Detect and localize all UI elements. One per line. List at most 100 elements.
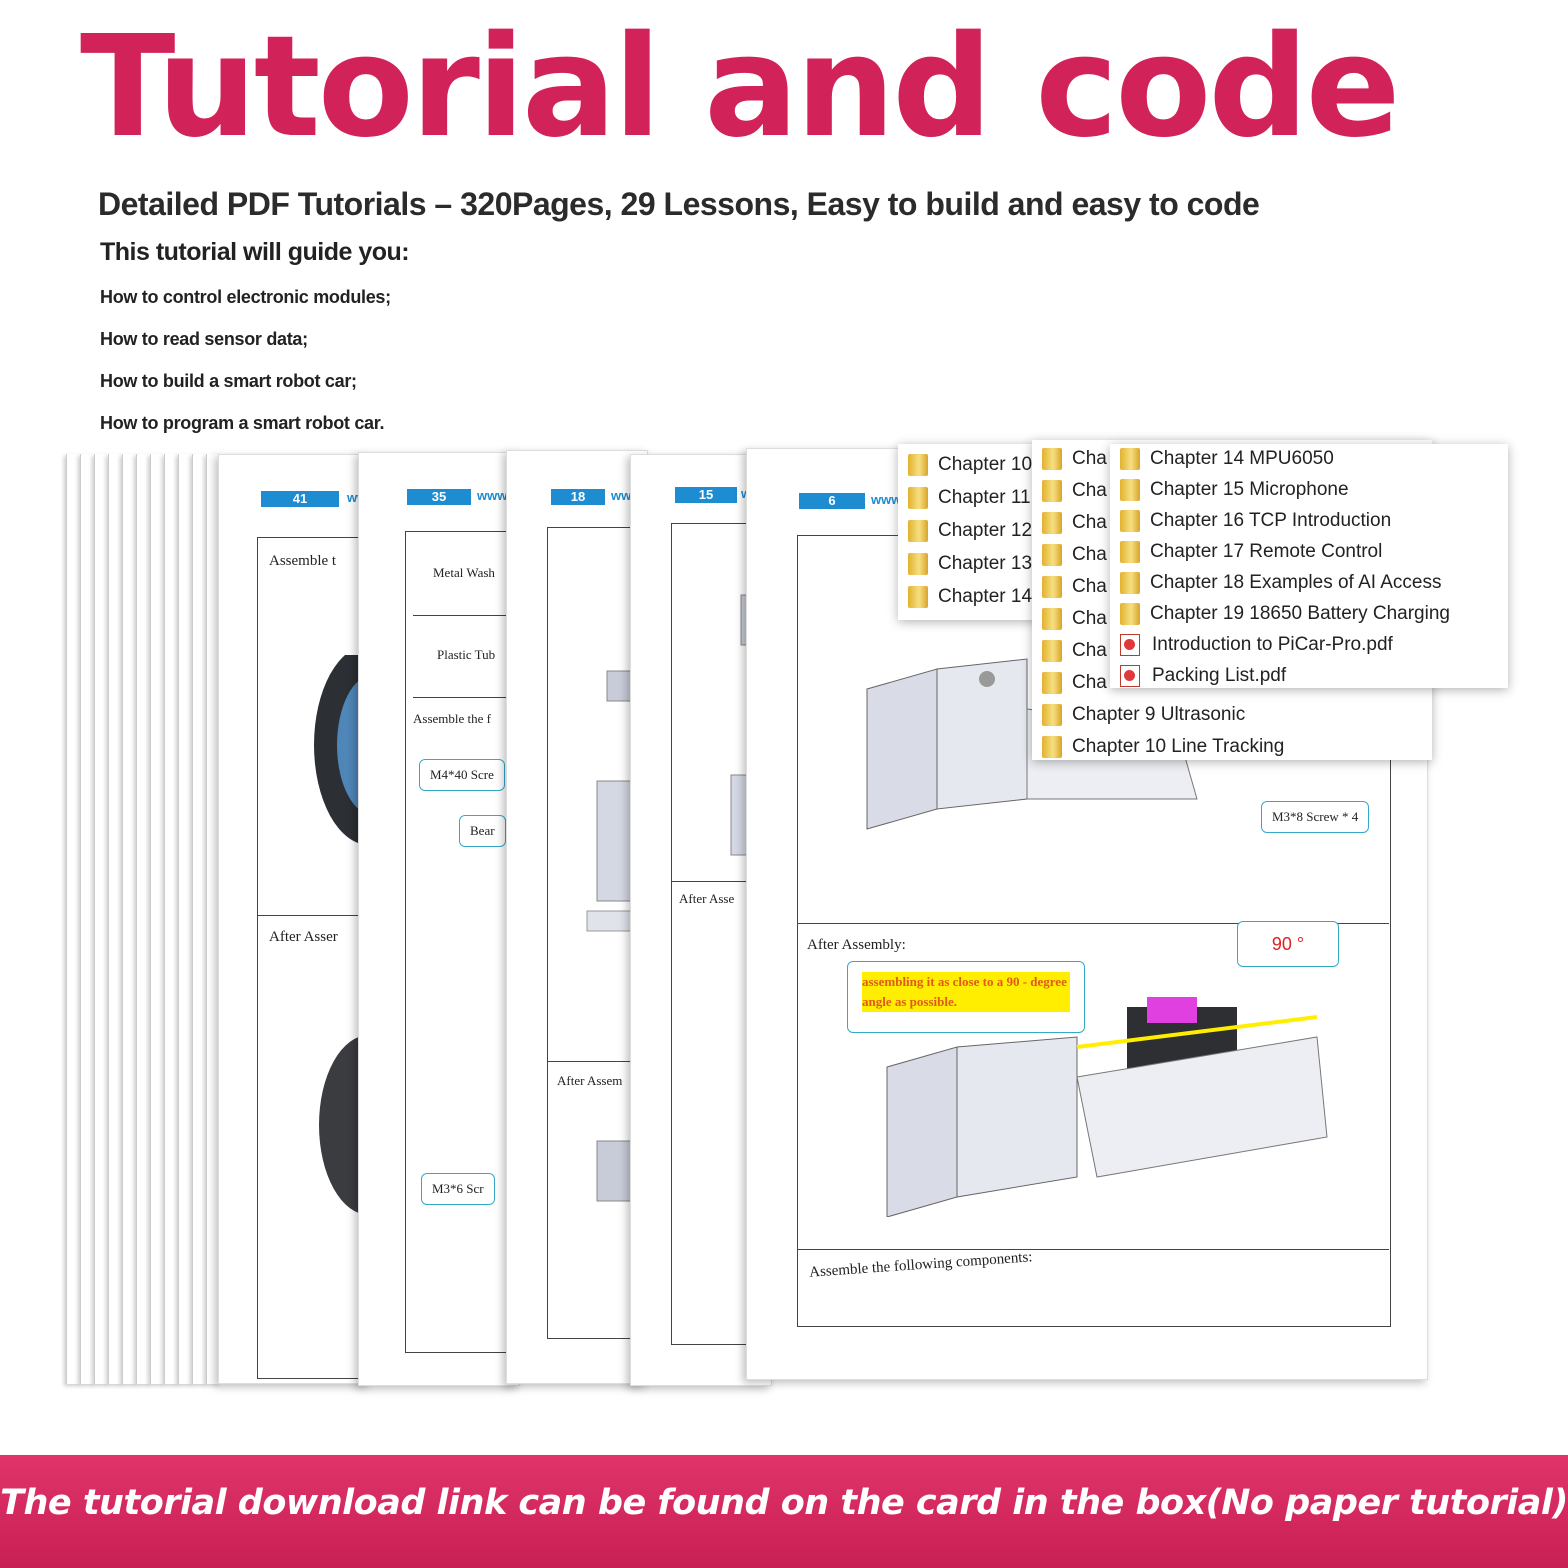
folder-item[interactable]: Chapter 18 Examples of AI Access <box>1120 568 1442 598</box>
back-page <box>206 454 221 1384</box>
angle-callout: 90 ° <box>1237 921 1339 967</box>
folder-icon <box>1120 448 1140 470</box>
folder-item[interactable]: Chapter 11 <box>908 483 1031 513</box>
folder-item[interactable]: Cha <box>1042 476 1107 506</box>
tutorial-page-35: 35 www Metal Wash Plastic Tub Assemble t… <box>358 452 520 1386</box>
folder-icon <box>1042 704 1062 726</box>
folder-icon <box>1120 510 1140 532</box>
page-text: After Asser <box>269 929 338 945</box>
folder-item[interactable]: Chapter 14 <box>908 582 1032 612</box>
folder-item[interactable]: Chapter 10 <box>908 450 1032 480</box>
back-page <box>80 454 95 1384</box>
page-frame <box>671 523 771 1345</box>
folder-item[interactable]: Chapter 19 18650 Battery Charging <box>1120 599 1450 629</box>
part-label: Plastic Tub <box>437 647 496 662</box>
folder-icon <box>1042 672 1062 694</box>
page-frame <box>405 531 519 1353</box>
folder-icon <box>1120 603 1140 625</box>
bullet-item: How to control electronic modules; <box>100 287 391 307</box>
screw-callout: M3*8 Screw * 4 <box>1261 801 1370 833</box>
folder-item[interactable]: Chapter 16 TCP Introduction <box>1120 506 1391 536</box>
part-label: Metal Wash <box>433 565 495 580</box>
folder-item[interactable]: Cha <box>1042 508 1107 538</box>
page-number: 6 <box>799 493 865 509</box>
folder-list-panel: Chapter 14 MPU6050 Chapter 15 Microphone… <box>1110 444 1508 688</box>
page-number: 35 <box>407 489 471 505</box>
divider <box>797 923 1389 924</box>
page-text: After Asse <box>679 891 735 906</box>
folder-item[interactable]: Chapter 10 Line Tracking <box>1042 732 1284 762</box>
page-url: www <box>871 492 902 507</box>
page-text: Assemble the f <box>413 711 491 726</box>
pdf-icon <box>1120 634 1140 656</box>
folder-item[interactable]: Cha <box>1042 444 1107 474</box>
callout: M4*40 Scre <box>419 759 505 791</box>
page-frame <box>257 537 369 1379</box>
divider <box>797 1249 1389 1250</box>
page-frame <box>547 527 647 1339</box>
folder-icon <box>1042 736 1062 758</box>
folder-item[interactable]: Cha <box>1042 636 1107 666</box>
folder-icon <box>1120 479 1140 501</box>
page-number: 15 <box>675 487 737 503</box>
file-item[interactable]: Introduction to PiCar-Pro.pdf <box>1120 630 1393 660</box>
folder-item[interactable]: Chapter 12 <box>908 516 1032 546</box>
page-text: After Assem <box>557 1073 623 1088</box>
divider <box>413 697 519 698</box>
callout: Bear <box>459 815 506 847</box>
note-text: assembling it as close to a 90 - degree … <box>862 972 1070 1012</box>
folder-item[interactable]: Cha <box>1042 540 1107 570</box>
folder-item[interactable]: Cha <box>1042 604 1107 634</box>
footer-banner: The tutorial download link can be found … <box>0 1455 1568 1568</box>
back-page <box>136 454 151 1384</box>
back-page <box>94 454 109 1384</box>
folder-icon <box>908 520 928 542</box>
folder-icon <box>1120 541 1140 563</box>
folder-icon <box>1120 572 1140 594</box>
tutorial-page-41: 41 ww Assemble t After Asser <box>218 454 370 1384</box>
divider <box>257 915 369 916</box>
folder-icon <box>1042 480 1062 502</box>
pdf-icon <box>1120 665 1140 687</box>
folder-icon <box>908 454 928 476</box>
back-page <box>122 454 137 1384</box>
back-page <box>178 454 193 1384</box>
folder-item[interactable]: Chapter 9 Ultrasonic <box>1042 700 1245 730</box>
tutorial-page-18: 18 ww After Assem <box>506 450 648 1384</box>
folder-icon <box>908 553 928 575</box>
folder-item[interactable]: Cha <box>1042 668 1107 698</box>
folder-icon <box>1042 640 1062 662</box>
page-url: ww <box>611 488 632 503</box>
divider <box>671 881 771 882</box>
folder-icon <box>1042 512 1062 534</box>
callout: M3*6 Scr <box>421 1173 495 1205</box>
page-url: www <box>477 488 508 503</box>
divider <box>413 615 519 616</box>
folder-item[interactable]: Cha <box>1042 572 1107 602</box>
back-page <box>150 454 165 1384</box>
page-number: 41 <box>261 491 339 507</box>
folder-icon <box>1042 544 1062 566</box>
bullet-item: How to read sensor data; <box>100 329 308 349</box>
back-page <box>66 454 81 1384</box>
folder-icon <box>908 586 928 608</box>
servo-assembly-illustration <box>886 997 1328 1217</box>
bullet-item: How to program a smart robot car. <box>100 413 385 433</box>
folder-item[interactable]: Chapter 14 MPU6050 <box>1120 444 1334 474</box>
folder-icon <box>908 487 928 509</box>
folder-icon <box>1042 608 1062 630</box>
footer-text: The tutorial download link can be found … <box>0 1483 1568 1523</box>
tutorial-page-stack: 41 ww Assemble t After Asser 35 www Meta… <box>60 440 1520 1400</box>
page-number: 18 <box>551 489 605 505</box>
back-page <box>164 454 179 1384</box>
file-item[interactable]: Packing List.pdf <box>1120 661 1286 691</box>
back-page <box>108 454 123 1384</box>
guide-heading: This tutorial will guide you: <box>100 238 410 266</box>
page-text: After Assembly: <box>807 937 906 953</box>
bullet-item: How to build a smart robot car; <box>100 371 357 391</box>
folder-icon <box>1042 448 1062 470</box>
note-callout: assembling it as close to a 90 - degree … <box>847 961 1085 1033</box>
folder-item[interactable]: Chapter 15 Microphone <box>1120 475 1349 505</box>
folder-item[interactable]: Chapter 13 <box>908 549 1032 579</box>
folder-item[interactable]: Chapter 17 Remote Control <box>1120 537 1382 567</box>
